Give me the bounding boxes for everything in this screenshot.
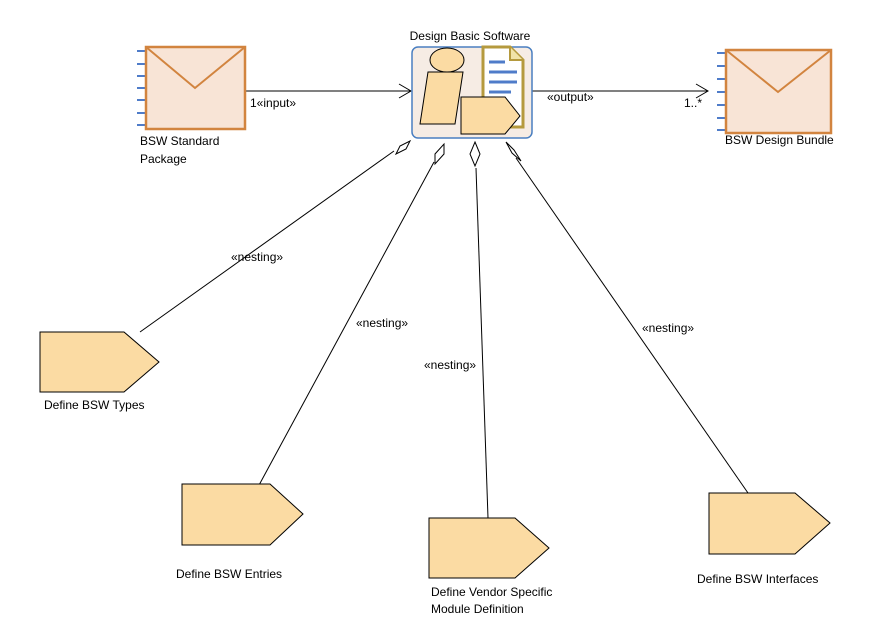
input-flow-label: 1«input» (250, 96, 296, 110)
nesting-line-types (139, 150, 395, 333)
output-flow-arrowhead (695, 83, 709, 99)
nesting-line-interfaces (515, 157, 749, 494)
output-flow-label: «output» (547, 90, 594, 104)
main-activity-label: Design Basic Software (410, 29, 531, 43)
nesting-diamond-vendor (469, 140, 481, 168)
envelope-ticks-icon (717, 52, 725, 131)
task-arrow-icon (708, 492, 831, 555)
output-product-label: BSW Design Bundle (725, 133, 834, 147)
nesting-label-interfaces: «nesting» (642, 321, 694, 335)
task-label-line2: Module Definition (431, 602, 524, 616)
envelope-ticks-icon (137, 50, 145, 126)
task-define-vendor-specific-module-definition[interactable]: Define Vendor Specific Module Definition (428, 517, 552, 616)
input-product-label-line1: BSW Standard (140, 134, 219, 148)
task-arrow-icon (460, 96, 521, 135)
output-multiplicity-label: 1..* (684, 96, 702, 110)
nesting-diamond-types (394, 139, 412, 156)
task-define-bsw-interfaces[interactable]: Define BSW Interfaces (697, 492, 831, 586)
role-person-icon (419, 47, 465, 125)
task-arrow-icon (428, 517, 550, 579)
design-basic-software-node[interactable]: Design Basic Software (410, 29, 533, 139)
task-label: Define BSW Entries (176, 567, 282, 581)
nesting-label-entries: «nesting» (356, 316, 408, 330)
nesting-label-vendor: «nesting» (424, 358, 476, 372)
task-define-bsw-entries[interactable]: Define BSW Entries (176, 483, 304, 581)
input-flow-arrowhead (398, 83, 412, 99)
bsw-standard-package-node[interactable]: BSW Standard Package (137, 45, 247, 166)
task-label: Define BSW Types (44, 398, 145, 412)
task-label: Define BSW Interfaces (697, 572, 818, 586)
nesting-label-types: «nesting» (231, 250, 283, 264)
bsw-design-bundle-node[interactable]: BSW Design Bundle (717, 48, 834, 147)
task-arrow-icon (39, 331, 160, 393)
task-label-line1: Define Vendor Specific (431, 585, 552, 599)
nesting-diamond-entries (434, 142, 445, 166)
envelope-flap-icon (145, 46, 246, 90)
nesting-diamond-interfaces (505, 141, 522, 162)
envelope-flap-icon (725, 49, 832, 94)
task-define-bsw-types[interactable]: Define BSW Types (39, 331, 160, 412)
nesting-line-vendor (475, 167, 489, 519)
task-arrow-icon (181, 483, 304, 546)
input-product-label-line2: Package (140, 152, 187, 166)
nesting-line-entries (257, 161, 435, 488)
